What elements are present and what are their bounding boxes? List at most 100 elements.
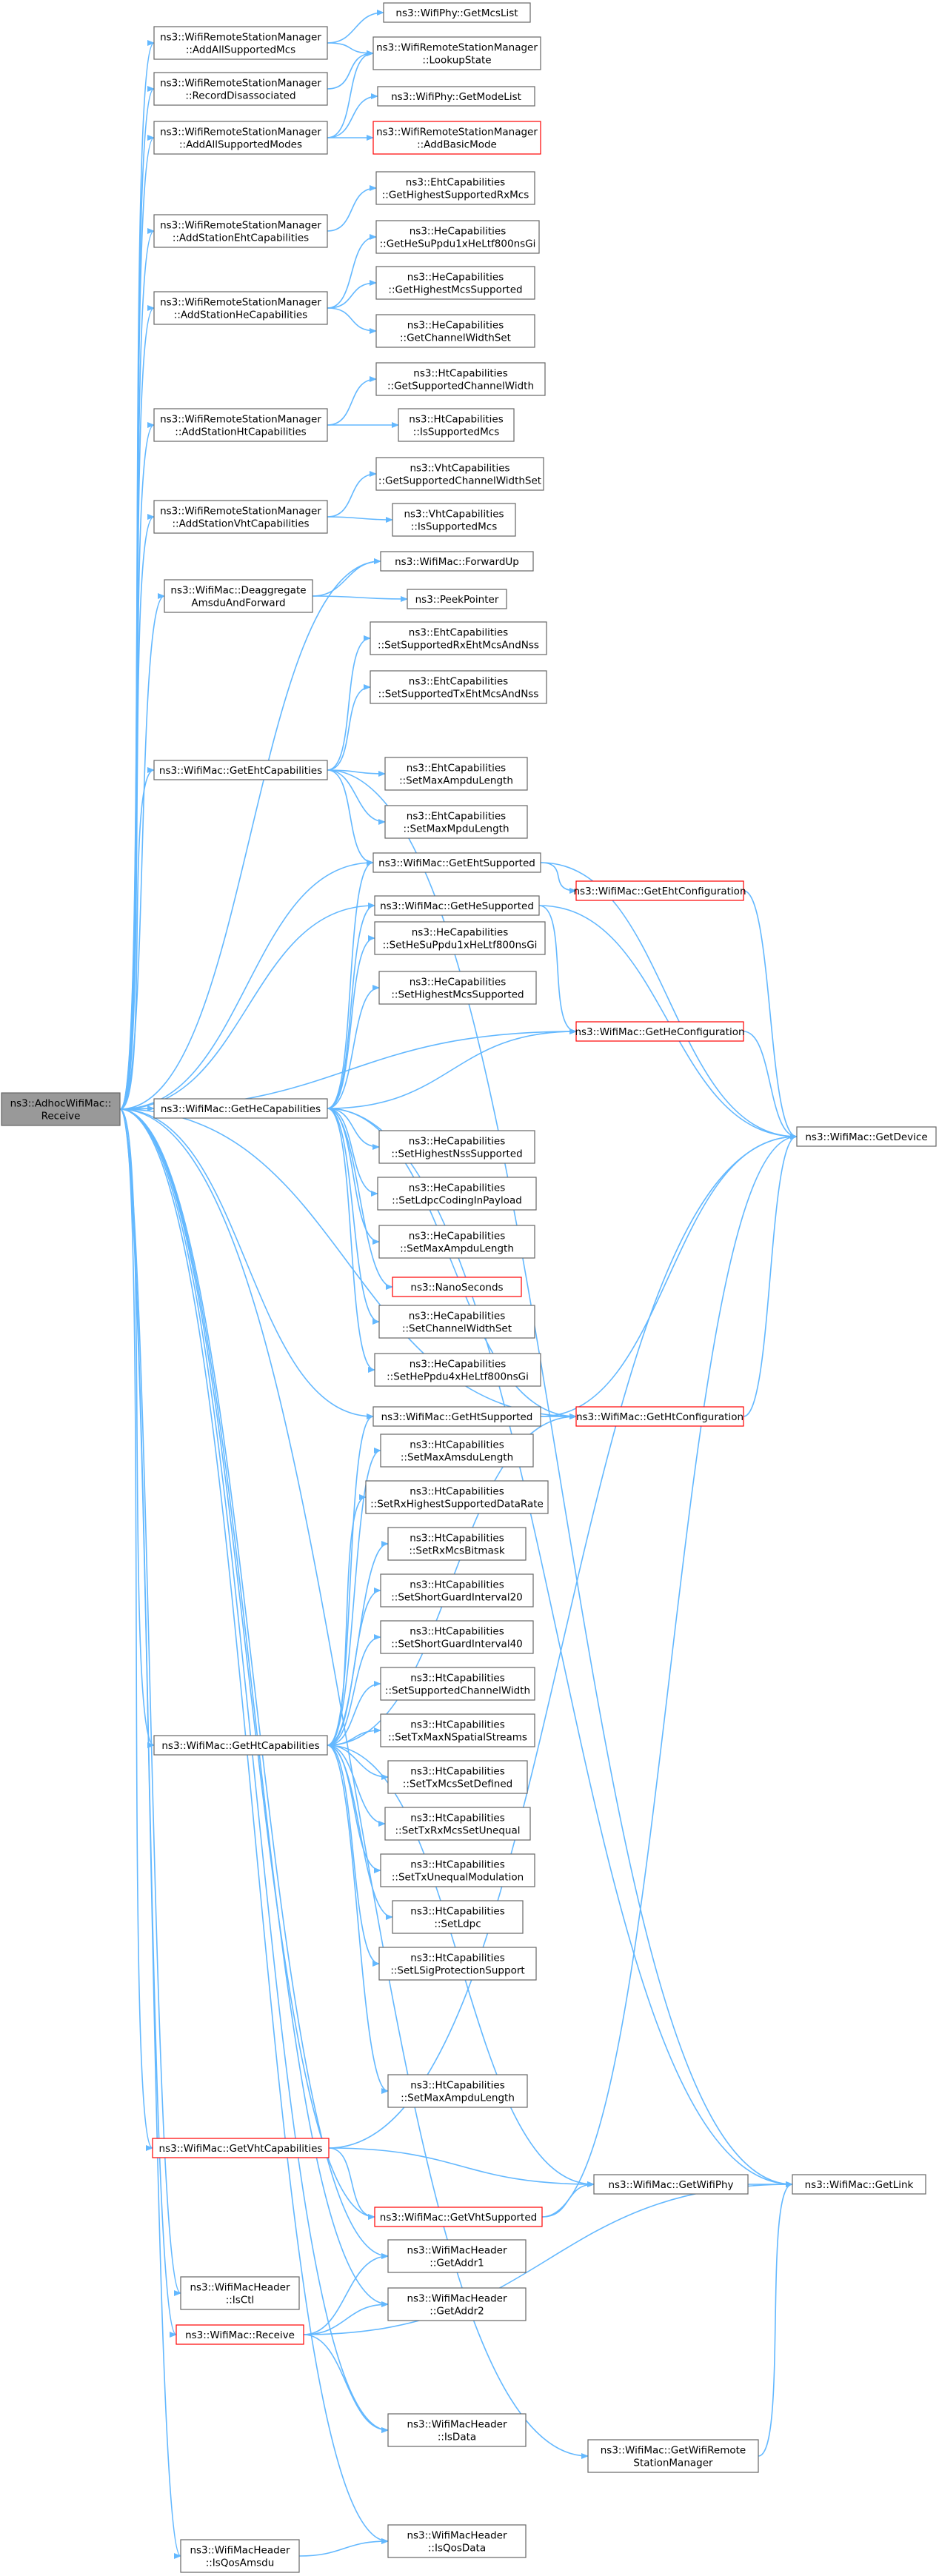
node-ns3-wifimac-getehtsupported[interactable]: ns3::WifiMac::GetEhtSupported: [372, 852, 541, 873]
node-ns3-htcapabilities-setldpc[interactable]: ns3::HtCapabilities::SetLdpc: [392, 1900, 524, 1934]
node-ns3-wifimac-getwifiphy[interactable]: ns3::WifiMac::GetWifiPhy: [593, 2174, 749, 2195]
edge-n25-to-n24: [327, 684, 371, 771]
node-label: ns3::WifiRemoteStationManager: [160, 297, 321, 309]
node-box: [387, 2413, 527, 2447]
node-label: ns3::WifiMac::Deaggregate: [170, 585, 306, 597]
node-ns3-wifiremotestationmanager-addstationhecapabilities[interactable]: ns3::WifiRemoteStationManager::AddStatio…: [153, 291, 328, 325]
node-ns3-ehtcapabilities-setmaxampdulength[interactable]: ns3::EhtCapabilities::SetMaxAmpduLength: [384, 757, 528, 791]
node-ns3-hecapabilities-getchannelwidthset[interactable]: ns3::HeCapabilities::GetChannelWidthSet: [375, 314, 535, 348]
node-ns3-htcapabilities-setlsigprotectionsupport[interactable]: ns3::HtCapabilities::SetLSigProtectionSu…: [378, 1947, 537, 1981]
node-ns3-htcapabilities-settxunequalmodulation[interactable]: ns3::HtCapabilities::SetTxUnequalModulat…: [380, 1853, 535, 1887]
node-ns3-htcapabilities-setmaxampdulength[interactable]: ns3::HtCapabilities::SetMaxAmpduLength: [387, 2074, 528, 2108]
node-label: ::SetRxHighestSupportedDataRate: [370, 1499, 544, 1511]
edge-root-to-n69: [119, 1108, 181, 2559]
node-ns3-wifimac-forwardup[interactable]: ns3::WifiMac::ForwardUp: [380, 551, 534, 572]
node-ns3-wifimacheader-getaddr2[interactable]: ns3::WifiMacHeader::GetAddr2: [387, 2287, 527, 2321]
node-ns3-wifiremotestationmanager-addstationehtcapabilities[interactable]: ns3::WifiRemoteStationManager::AddStatio…: [153, 214, 328, 248]
node-ns3-wifimacheader-isqosdata[interactable]: ns3::WifiMacHeader::IsQosData: [387, 2524, 527, 2558]
node-ns3-wifimac-getlink[interactable]: ns3::WifiMac::GetLink: [792, 2174, 926, 2195]
node-ns3-wifimac-getvhtsupported[interactable]: ns3::WifiMac::GetVhtSupported: [374, 2207, 543, 2227]
node-ns3-ehtcapabilities-setsupportedtxehtmcsandnss[interactable]: ns3::EhtCapabilities::SetSupportedTxEhtM…: [370, 670, 547, 704]
node-label: ns3::HeCapabilities: [410, 226, 506, 238]
node-ns3-hecapabilities-gethesuppdu1xheltf800nsgi[interactable]: ns3::HeCapabilities::GetHeSuPpdu1xHeLtf8…: [375, 220, 540, 254]
node-ns3-wifimac-gethesupported[interactable]: ns3::WifiMac::GetHeSupported: [374, 895, 540, 916]
node-box: [370, 670, 547, 704]
edge-root-to-n64: [119, 1108, 389, 2307]
node-ns3-adhocwifimac-receive[interactable]: ns3::AdhocWifiMac::Receive: [1, 1092, 121, 1126]
node-ns3-hecapabilities-setmaxampdulength[interactable]: ns3::HeCapabilities::SetMaxAmpduLength: [378, 1225, 535, 1259]
node-ns3-wifimac-gethtcapabilities[interactable]: ns3::WifiMac::GetHtCapabilities: [153, 1735, 328, 1756]
node-ns3-wifimacheader-isdata[interactable]: ns3::WifiMacHeader::IsData: [387, 2413, 527, 2447]
node-ns3-vhtcapabilities-issupportedmcs[interactable]: ns3::VhtCapabilities::IsSupportedMcs: [392, 503, 516, 537]
node-ns3-htcapabilities-issupportedmcs[interactable]: ns3::HtCapabilities::IsSupportedMcs: [398, 408, 515, 442]
node-ns3-htcapabilities-setshortguardinterval40[interactable]: ns3::HtCapabilities::SetShortGuardInterv…: [380, 1620, 534, 1654]
node-ns3-wifimac-getehtconfiguration[interactable]: ns3::WifiMac::GetEhtConfiguration: [573, 880, 746, 901]
node-ns3-htcapabilities-setmaxamsdulength[interactable]: ns3::HtCapabilities::SetMaxAmsduLength: [380, 1433, 534, 1468]
node-ns3-wifiremotestationmanager-addstationvhtcapabilities[interactable]: ns3::WifiRemoteStationManager::AddStatio…: [153, 500, 328, 534]
node-ns3-hecapabilities-sethesuppdu1xheltf800nsgi[interactable]: ns3::HeCapabilities::SetHeSuPpdu1xHeLtf8…: [374, 921, 546, 955]
node-ns3-wifimac-getdevice[interactable]: ns3::WifiMac::GetDevice: [796, 1126, 937, 1147]
node-label: ns3::NanoSeconds: [410, 1282, 503, 1294]
node-ns3-htcapabilities-setshortguardinterval20[interactable]: ns3::HtCapabilities::SetShortGuardInterv…: [380, 1573, 534, 1608]
node-ns3-wifimac-gethtsupported[interactable]: ns3::WifiMac::GetHtSupported: [372, 1406, 541, 1427]
node-label: ns3::HtCapabilities: [410, 1439, 504, 1451]
node-ns3-hecapabilities-gethighestmcssupported[interactable]: ns3::HeCapabilities::GetHighestMcsSuppor…: [375, 266, 535, 300]
node-ns3-wifiremotestationmanager-recorddisassociated[interactable]: ns3::WifiRemoteStationManager::RecordDis…: [153, 72, 328, 106]
node-ns3-hecapabilities-sethighestnsssupported[interactable]: ns3::HeCapabilities::SetHighestNssSuppor…: [378, 1130, 535, 1164]
node-ns3-wifimacheader-isqosamsdu[interactable]: ns3::WifiMacHeader::IsQosAmsdu: [180, 2539, 300, 2573]
node-ns3-wifimac-receive[interactable]: ns3::WifiMac::Receive: [176, 2324, 304, 2345]
node-ns3-wifiremotestationmanager-addstationhtcapabilities[interactable]: ns3::WifiRemoteStationManager::AddStatio…: [153, 408, 328, 442]
node-label: ns3::HeCapabilities: [409, 1182, 505, 1194]
node-ns3-htcapabilities-setrxmcsbitmask[interactable]: ns3::HtCapabilities::SetRxMcsBitmask: [387, 1527, 527, 1561]
node-box: [180, 2539, 300, 2573]
edge-n65-to-n64: [303, 2301, 389, 2335]
node-box: [392, 1277, 522, 1297]
node-ns3-htcapabilities-setrxhighestsupporteddatarate[interactable]: ns3::HtCapabilities::SetRxHighestSupport…: [365, 1480, 549, 1514]
node-label: ns3::WifiRemoteStationManager: [160, 78, 321, 90]
node-ns3-htcapabilities-settxmcssetdefined[interactable]: ns3::HtCapabilities::SetTxMcsSetDefined: [387, 1760, 528, 1794]
node-ns3-ehtcapabilities-setmaxmpdulength[interactable]: ns3::EhtCapabilities::SetMaxMpduLength: [384, 805, 528, 839]
node-label: ::SetTxMaxNSpatialStreams: [388, 1732, 527, 1744]
node-label: ::GetHeSuPpdu1xHeLtf800nsGi: [380, 238, 536, 250]
node-ns3-hecapabilities-setheppdu4xheltf800nsgi[interactable]: ns3::HeCapabilities::SetHePpdu4xHeLtf800…: [374, 1353, 541, 1387]
node-ns3-wifimac-getvhtcapabilities[interactable]: ns3::WifiMac::GetVhtCapabilities: [152, 2138, 330, 2158]
node-ns3-htcapabilities-settxrxmcssetunequal[interactable]: ns3::HtCapabilities::SetTxRxMcsSetUnequa…: [384, 1807, 531, 1841]
node-ns3-wifiremotestationmanager-addbasicmode[interactable]: ns3::WifiRemoteStationManager::AddBasicM…: [372, 121, 541, 155]
node-ns3-wifimacheader-getaddr1[interactable]: ns3::WifiMacHeader::GetAddr1: [387, 2239, 527, 2273]
node-ns3-wifimac-gethtconfiguration[interactable]: ns3::WifiMac::GetHtConfiguration: [575, 1406, 744, 1427]
node-ns3-htcapabilities-getsupportedchannelwidth[interactable]: ns3::HtCapabilities::GetSupportedChannel…: [375, 362, 546, 396]
node-label: ns3::HtCapabilities: [413, 368, 507, 380]
node-ns3-wifimac-gethecapabilities[interactable]: ns3::WifiMac::GetHeCapabilities: [153, 1098, 328, 1119]
node-ns3-wifiremotestationmanager-addallsupportedmodes[interactable]: ns3::WifiRemoteStationManager::AddAllSup…: [153, 121, 328, 155]
node-ns3-wifiphy-getmodelist[interactable]: ns3::WifiPhy::GetModeList: [377, 86, 535, 107]
node-ns3-ehtcapabilities-gethighestsupportedrxmcs[interactable]: ns3::EhtCapabilities::GetHighestSupporte…: [375, 171, 535, 205]
node-label: ::SetShortGuardInterval20: [391, 1592, 523, 1604]
node-label: ns3::HtCapabilities: [410, 1813, 504, 1824]
node-ns3-nanoseconds[interactable]: ns3::NanoSeconds: [392, 1277, 522, 1297]
node-ns3-htcapabilities-settxmaxnspatialstreams[interactable]: ns3::HtCapabilities::SetTxMaxNSpatialStr…: [380, 1713, 535, 1747]
node-label: ns3::WifiMac::GetVhtSupported: [380, 2212, 537, 2224]
node-ns3-wifiphy-getmcslist[interactable]: ns3::WifiPhy::GetMcsList: [383, 2, 531, 23]
edge-n30-to-n35: [538, 905, 798, 1140]
node-label: ns3::HtCapabilities: [410, 1859, 504, 1871]
node-ns3-hecapabilities-setchannelwidthset[interactable]: ns3::HeCapabilities::SetChannelWidthSet: [378, 1305, 535, 1339]
node-ns3-wifimac-getehtcapabilities[interactable]: ns3::WifiMac::GetEhtCapabilities: [153, 760, 328, 780]
node-ns3-hecapabilities-setldpccodinginpayload[interactable]: ns3::HeCapabilities::SetLdpcCodingInPayl…: [377, 1177, 537, 1211]
node-ns3-wifimacheader-isctl[interactable]: ns3::WifiMacHeader::IsCtl: [180, 2276, 300, 2310]
node-ns3-peekpointer[interactable]: ns3::PeekPointer: [407, 589, 507, 609]
node-ns3-wifimac-getheconfiguration[interactable]: ns3::WifiMac::GetHeConfiguration: [575, 1021, 745, 1042]
node-ns3-hecapabilities-sethighestmcssupported[interactable]: ns3::HeCapabilities::SetHighestMcsSuppor…: [378, 971, 537, 1005]
node-label: ::SetHePpdu4xHeLtf800nsGi: [387, 1371, 529, 1383]
node-box: [374, 1353, 541, 1387]
node-label: ns3::WifiMac::GetWifiPhy: [608, 2179, 733, 2191]
edge-n34-to-n36: [327, 1108, 380, 1150]
node-ns3-wifiremotestationmanager-addallsupportedmcs[interactable]: ns3::WifiRemoteStationManager::AddAllSup…: [153, 26, 328, 60]
node-ns3-wifiremotestationmanager-lookupstate[interactable]: ns3::WifiRemoteStationManager::LookupSta…: [372, 36, 541, 70]
node-ns3-wifimac-getwifiremotestationmanager[interactable]: ns3::WifiMac::GetWifiRemoteStationManage…: [587, 2439, 759, 2473]
node-ns3-ehtcapabilities-setsupportedrxehtmcsandnss[interactable]: ns3::EhtCapabilities::SetSupportedRxEhtM…: [370, 621, 547, 655]
node-box: [375, 362, 546, 396]
node-ns3-htcapabilities-setsupportedchannelwidth[interactable]: ns3::HtCapabilities::SetSupportedChannel…: [380, 1667, 535, 1701]
node-ns3-vhtcapabilities-getsupportedchannelwidthset[interactable]: ns3::VhtCapabilities::GetSupportedChanne…: [375, 457, 544, 491]
